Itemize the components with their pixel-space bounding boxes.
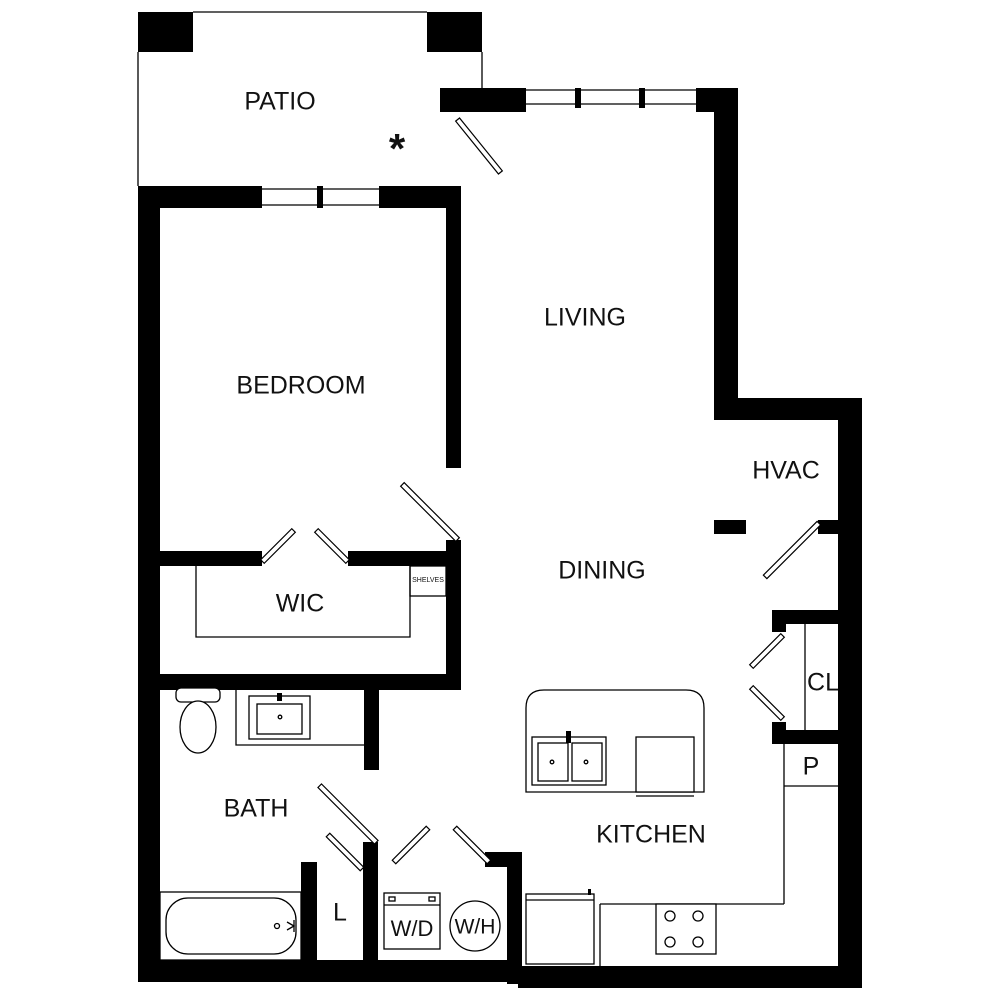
room-label-pantry: P	[803, 753, 820, 781]
bedroom-top-wall-left	[138, 186, 262, 208]
kitchen-sink-icon	[531, 731, 607, 786]
right-exterior-wall	[838, 398, 862, 988]
hvac-top-wall	[714, 398, 862, 420]
patio-post-right	[427, 12, 482, 52]
room-label-bath: BATH	[224, 795, 289, 823]
wic-shelves-box	[409, 565, 447, 597]
fixtures	[159, 687, 717, 965]
room-label-dining: DINING	[558, 557, 646, 585]
room-label-hvac: HVAC	[752, 457, 820, 485]
shelves-label: SHELVES	[412, 577, 444, 584]
interior-walls	[138, 186, 862, 984]
bedroom-door-icon	[399, 481, 461, 543]
closet-top-wall	[772, 610, 862, 624]
left-exterior-wall	[138, 186, 160, 982]
bath-vanity-wall	[364, 674, 379, 770]
bath-laundry-wall	[363, 842, 378, 982]
room-label-patio: PATIO	[244, 88, 315, 116]
room-label-bedroom: BEDROOM	[236, 372, 365, 400]
room-label-kitchen: KITCHEN	[596, 821, 706, 849]
bath-top-wall	[138, 674, 461, 690]
laundry-right-wall	[507, 852, 522, 984]
water-heater-label: W/H	[455, 916, 496, 939]
hvac-wall-left-stub	[714, 520, 746, 534]
bottom-wall-left	[138, 960, 518, 982]
room-label-linen: L	[333, 899, 347, 927]
marker-asterisk: *	[389, 125, 406, 172]
wic-door-left-icon	[259, 527, 297, 565]
bottom-wall-right	[518, 966, 862, 988]
room-labels: PATIO * LIVING BEDROOM WIC SHELVES DININ…	[224, 88, 839, 941]
dishwasher-icon	[635, 736, 695, 797]
laundry-door-left-icon	[391, 825, 431, 865]
linen-wall	[301, 862, 317, 982]
closet-jamb-top	[772, 610, 786, 632]
bedroom-top-wall-right	[379, 186, 461, 208]
room-label-wic: WIC	[276, 590, 325, 618]
patio-post-left	[138, 12, 193, 52]
linen-door-icon	[325, 832, 365, 872]
wic-right-wall	[446, 540, 461, 690]
washer-dryer-label: W/D	[391, 916, 434, 941]
exterior-walls	[138, 88, 862, 988]
water-heater-icon	[449, 900, 501, 952]
bath-vanity-counter	[235, 690, 364, 746]
refrigerator-icon	[525, 889, 595, 965]
hvac-door-icon	[762, 520, 822, 580]
hvac-wall-right-stub	[818, 520, 862, 534]
bedroom-right-wall	[446, 186, 461, 468]
bathtub-icon	[159, 891, 302, 961]
doors	[259, 117, 822, 872]
closet-door-top-icon	[748, 632, 786, 670]
patio-area	[137, 11, 483, 186]
bath-door-icon	[317, 783, 379, 845]
room-label-living: LIVING	[544, 304, 626, 332]
living-right-wall	[714, 88, 738, 420]
room-label-closet: CL	[807, 669, 839, 697]
laundry-door-right-icon	[452, 825, 492, 865]
wic-door-right-icon	[313, 527, 351, 565]
washer-dryer-icon	[383, 892, 441, 950]
bedroom-window	[262, 186, 379, 208]
closet-bottom-wall	[772, 730, 862, 744]
toilet-icon	[175, 687, 221, 754]
wic-top-wall-right	[348, 551, 461, 566]
wic-top-wall-left	[138, 551, 262, 566]
living-top-wall-right	[696, 88, 738, 112]
living-window	[526, 88, 696, 108]
wic-shelf	[195, 566, 411, 638]
closet-door-bottom-icon	[748, 684, 786, 722]
bath-sink-icon	[248, 693, 311, 740]
patio-door-icon	[454, 117, 504, 175]
windows	[262, 88, 696, 208]
living-top-wall-left	[440, 88, 526, 112]
stove-icon	[655, 903, 717, 955]
